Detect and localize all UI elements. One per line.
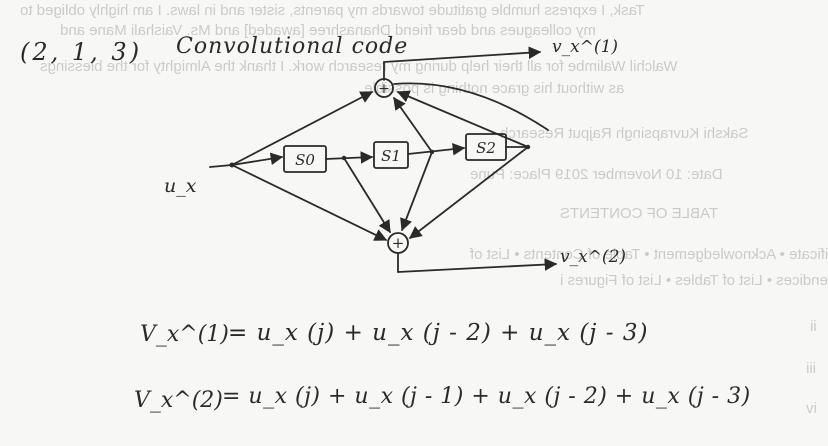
register-s2 — [465, 133, 507, 161]
feedback-arc — [393, 82, 549, 131]
junction-input — [229, 162, 235, 168]
output2-line — [397, 258, 558, 273]
equation-2-lhs: V_x^(2) — [134, 388, 223, 413]
adder-1 — [374, 78, 394, 98]
junction-s2 — [525, 144, 531, 150]
output1-line — [383, 46, 542, 63]
s0-to-s1 — [325, 151, 374, 164]
input-to-s0 — [231, 152, 284, 166]
register-s1-label: S1 — [381, 147, 401, 165]
junction-s1 — [429, 149, 435, 155]
input-to-adder1 — [231, 91, 374, 166]
s1out-to-adder2 — [400, 151, 433, 232]
equation-2-rhs: = u_x (j) + u_x (j - 1) + u_x (j - 2) + … — [222, 384, 751, 409]
output-2-label: v_x^(2) — [560, 247, 626, 267]
code-params: (2, 1, 3) — [20, 38, 143, 66]
code-title: Convolutional code — [176, 34, 409, 59]
register-s1 — [373, 141, 409, 169]
equation-1-rhs: = u_x (j) + u_x (j - 2) + u_x (j - 3) — [228, 320, 649, 346]
input-line — [209, 164, 233, 168]
s1out-to-adder1 — [393, 96, 433, 153]
adder-2 — [387, 232, 409, 254]
output-1-label: v_x^(1) — [552, 37, 618, 57]
s0out-to-adder2 — [343, 157, 391, 234]
adder-2-symbol: + — [392, 234, 405, 252]
adder-1-symbol: + — [378, 81, 390, 97]
register-s2-label: S2 — [476, 139, 496, 157]
input-to-adder2 — [231, 164, 388, 241]
s2-to-adder1 — [396, 90, 529, 148]
junction-s0 — [341, 155, 347, 161]
input-label: u_x — [164, 175, 197, 197]
register-s0-label: S0 — [295, 151, 315, 169]
register-s0 — [283, 145, 327, 173]
equation-1-lhs: V_x^(1) — [140, 322, 229, 347]
s1-to-s2 — [407, 142, 466, 156]
s2-to-adder2 — [409, 146, 529, 239]
